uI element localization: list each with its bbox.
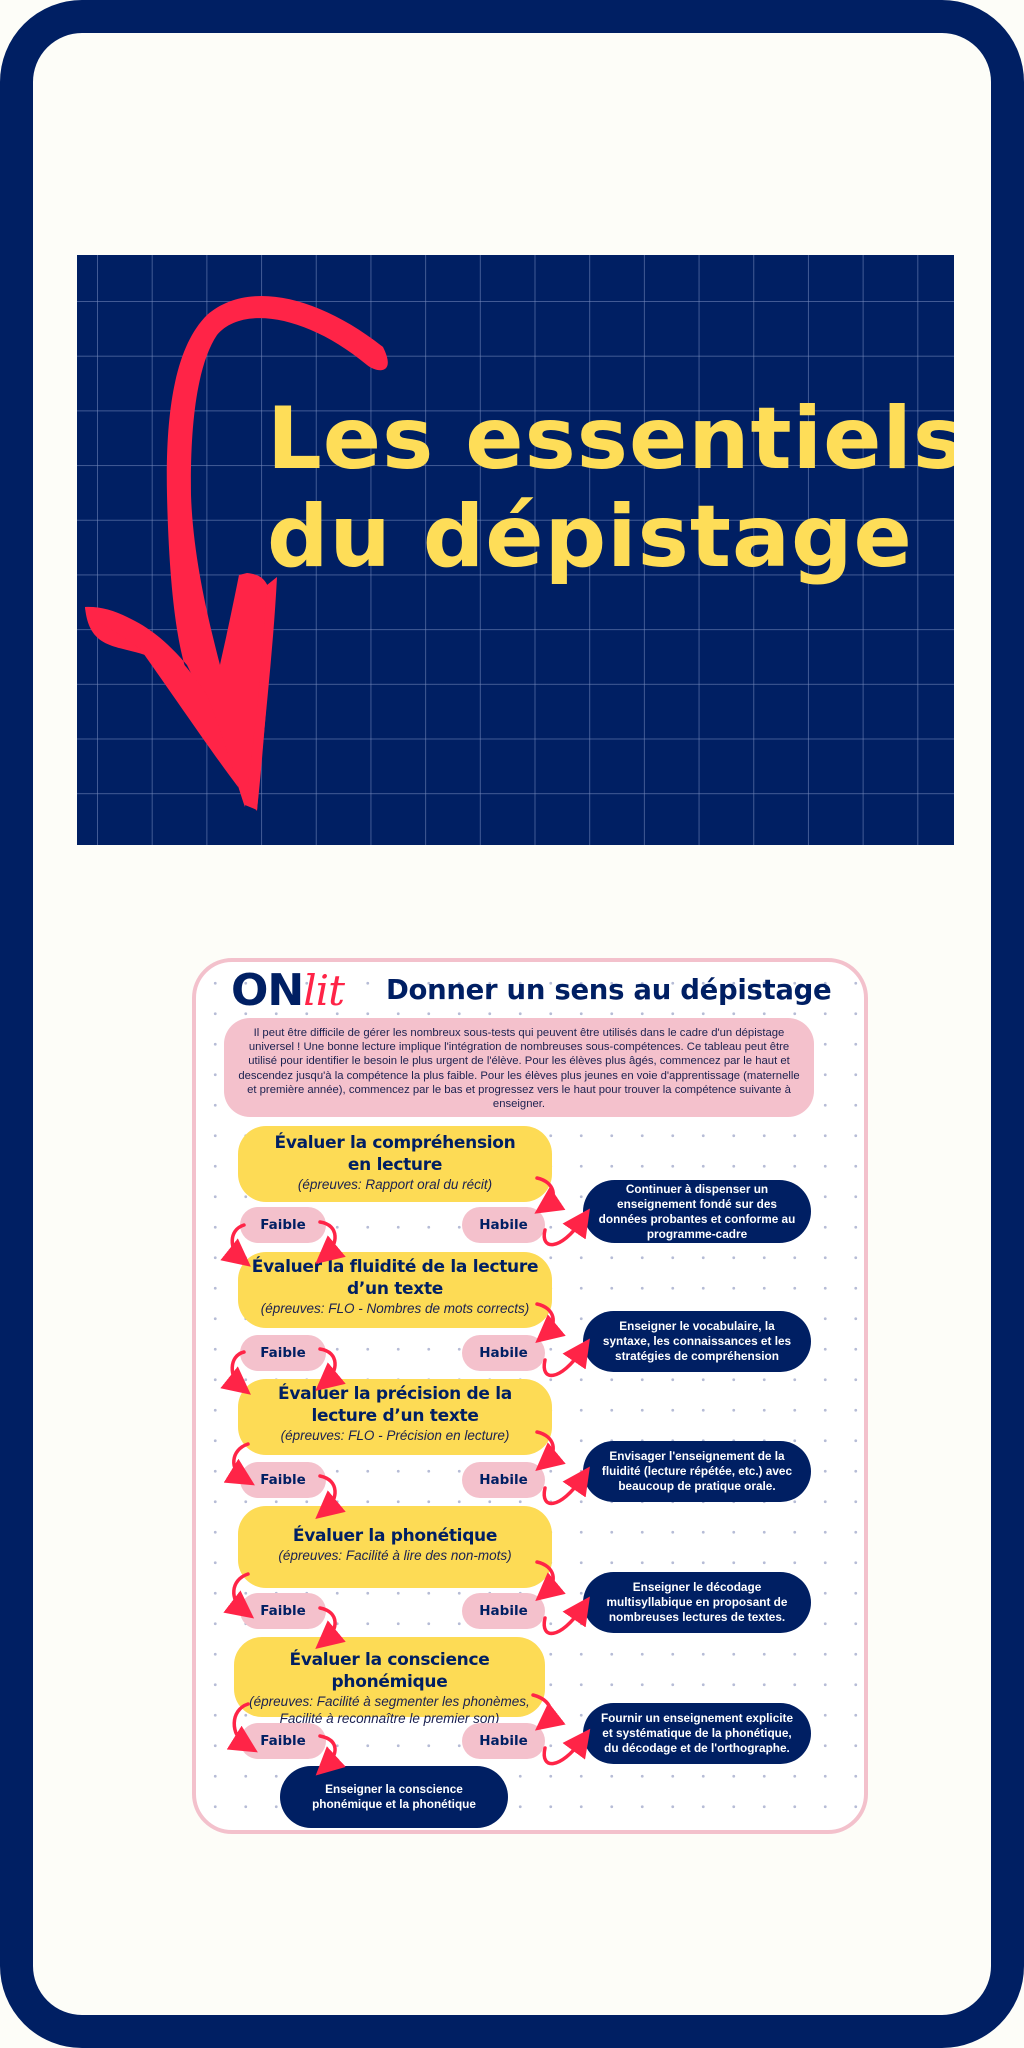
step-tests: (épreuves: FLO - Nombres de mots correct… <box>260 1301 530 1316</box>
logo-on: ON <box>231 965 304 1016</box>
step-box-accuracy: Évaluer la précision de la lecture d’un … <box>238 1379 552 1455</box>
weak-pill: Faible <box>240 1593 326 1629</box>
logo-lit: lit <box>303 966 345 1015</box>
step-tests: (épreuves: FLO - Précision en lecture) <box>280 1428 510 1443</box>
step-box-phonics: Évaluer la phonétique (épreuves: Facilit… <box>238 1506 552 1588</box>
skilled-pill: Habile <box>462 1723 545 1759</box>
banner-title-line-2: du dépistage <box>267 487 913 587</box>
step-box-phonemic-awareness: Évaluer la conscience phonémique (épreuv… <box>234 1637 545 1726</box>
hero-banner: Les essentiels du dépistage <box>77 255 954 845</box>
card-title: Donner un sens au dépistage <box>386 974 832 1006</box>
action-box: Enseigner le décodage multisyllabique en… <box>583 1572 811 1633</box>
weak-pill: Faible <box>240 1207 326 1243</box>
step-title: Évaluer la conscience phonémique <box>289 1650 490 1692</box>
step-tests: (épreuves: Facilité à segmenter les phon… <box>249 1694 530 1726</box>
curved-down-arrow-icon <box>85 296 388 811</box>
action-box: Fournir un enseignement explicite et sys… <box>583 1703 811 1764</box>
weak-pill: Faible <box>240 1335 326 1371</box>
banner-title: Les essentiels du dépistage <box>267 389 954 587</box>
skilled-pill: Habile <box>462 1593 545 1629</box>
step-tests: (épreuves: Facilité à lire des non-mots) <box>278 1548 512 1563</box>
step-box-fluency: Évaluer la fluidité de la lecture d’un t… <box>238 1252 552 1328</box>
action-box: Continuer à dispenser un enseignement fo… <box>583 1180 811 1243</box>
action-box: Enseigner le vocabulaire, la syntaxe, le… <box>583 1311 811 1372</box>
step-title: Évaluer la fluidité de la lecture d’un t… <box>251 1257 539 1299</box>
skilled-pill: Habile <box>462 1462 545 1498</box>
weak-pill: Faible <box>240 1723 326 1759</box>
step-tests: (épreuves: Rapport oral du récit) <box>297 1177 493 1192</box>
skilled-pill: Habile <box>462 1335 545 1371</box>
intro-text: Il peut être difficile de gérer les nomb… <box>224 1018 814 1117</box>
step-title: Évaluer la précision de la lecture d’un … <box>278 1384 512 1426</box>
step-title: Évaluer la compréhension en lecture <box>274 1133 516 1175</box>
final-action-box: Enseigner la conscience phonémique et la… <box>280 1766 508 1828</box>
action-box: Envisager l'enseignement de la fluidité … <box>583 1441 811 1502</box>
weak-pill: Faible <box>240 1462 326 1498</box>
skilled-pill: Habile <box>462 1207 545 1243</box>
step-title: Évaluer la phonétique <box>292 1526 498 1546</box>
onlit-logo: ONlit <box>231 965 345 1016</box>
step-box-comprehension: Évaluer la compréhension en lecture (épr… <box>238 1126 552 1202</box>
banner-title-line-1: Les essentiels <box>267 389 954 489</box>
